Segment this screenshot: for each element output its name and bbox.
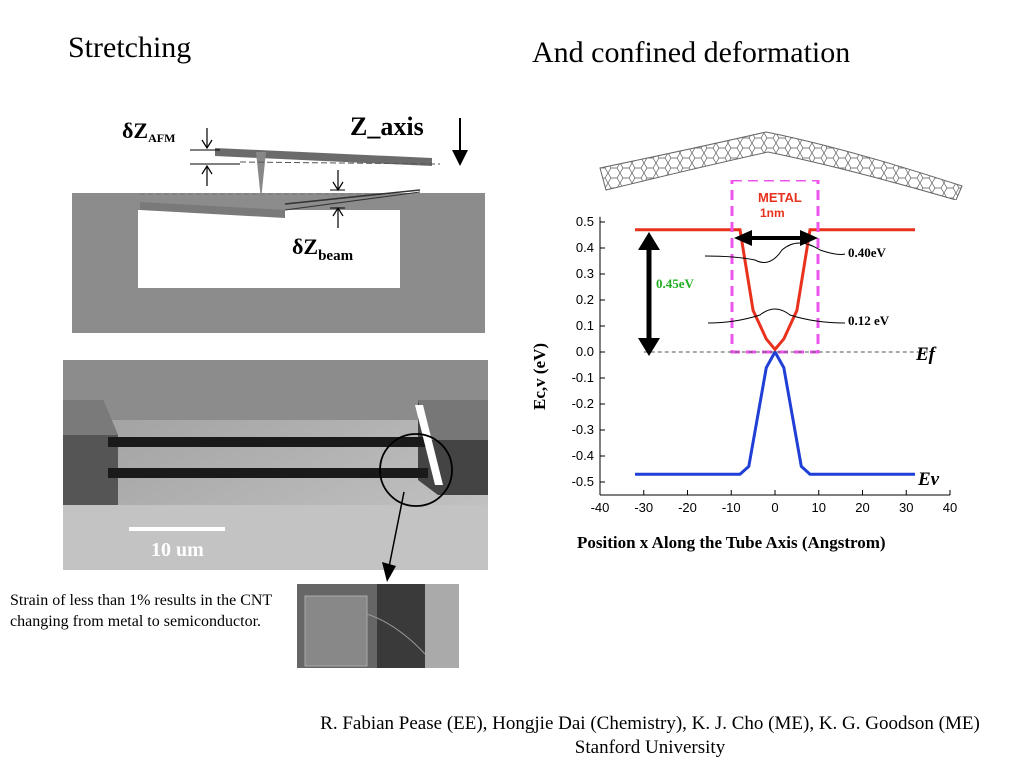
y-tick-label: -0.4 [572, 448, 594, 463]
credits-institution: Stanford University [574, 737, 726, 758]
y-tick-label: -0.2 [572, 396, 594, 411]
y-tick-label: 0.0 [576, 344, 594, 359]
metal-width-label: 1nm [760, 206, 785, 220]
y-tick-label: 0.3 [576, 266, 594, 281]
afm-cantilever [215, 148, 432, 166]
level-012-label: 0.12 eV [848, 313, 890, 328]
x-tick-label: 30 [899, 500, 913, 515]
gap-label: 0.45eV [656, 276, 695, 291]
wavefunction-012 [707, 308, 846, 324]
caption: Strain of less than 1% results in the CN… [10, 592, 272, 630]
y-axis-label: Ec,v (eV) [530, 343, 549, 410]
y-tick-label: 0.5 [576, 214, 594, 229]
beam-lower [108, 468, 428, 478]
y-tick-label: 0.2 [576, 292, 594, 307]
x-tick-label: 20 [855, 500, 869, 515]
beam [140, 202, 285, 218]
label-dz-beam: δZbeam [292, 234, 354, 264]
title-confined-deformation: And confined deformation [532, 36, 851, 69]
series-ec [635, 228, 915, 352]
beam-upper [108, 437, 428, 447]
x-tick-label: 0 [771, 500, 778, 515]
x-tick-label: 10 [812, 500, 826, 515]
zoom-circle [379, 433, 453, 507]
sem-image: 10 um [63, 360, 488, 570]
ef-label: Ef [915, 344, 937, 365]
level-040-label: 0.40eV [848, 245, 887, 260]
label-dz-afm: δZAFM [122, 118, 175, 145]
x-axis-label: Position x Along the Tube Axis (Angstrom… [577, 533, 886, 552]
credits-names: R. Fabian Pease (EE), Hongjie Dai (Chemi… [320, 713, 980, 734]
x-tick-label: -20 [678, 500, 697, 515]
x-tick-label: -10 [722, 500, 741, 515]
label-z-axis: Z_axis [350, 112, 424, 141]
y-tick-label: 0.4 [576, 240, 594, 255]
sem-inset [297, 584, 459, 668]
afm-schematic: δZAFM Z_axis δZbeam [72, 112, 485, 333]
y-tick-label: -0.1 [572, 370, 594, 385]
y-tick-label: -0.5 [572, 474, 594, 489]
wavefunction-040 [704, 242, 846, 263]
x-tick-label: -30 [634, 500, 653, 515]
band-diagram-chart: 0.5 0.4 0.3 0.2 0.1 0.0 -0.1 -0.2 -0.3 -0.4 -0.5 -4… [530, 180, 957, 552]
title-stretching: Stretching [68, 31, 192, 64]
x-tick-label: 40 [943, 500, 957, 515]
metal-label: METAL [758, 190, 802, 205]
scale-label: 10 um [151, 539, 204, 561]
substrate [72, 193, 485, 333]
series-ev [635, 348, 915, 476]
scale-bar [129, 527, 225, 531]
nanotube-illustration [599, 131, 963, 200]
ev-label: Ev [917, 469, 940, 490]
y-tick-label: 0.1 [576, 318, 594, 333]
y-tick-label: -0.3 [572, 422, 594, 437]
x-tick-label: -40 [591, 500, 610, 515]
